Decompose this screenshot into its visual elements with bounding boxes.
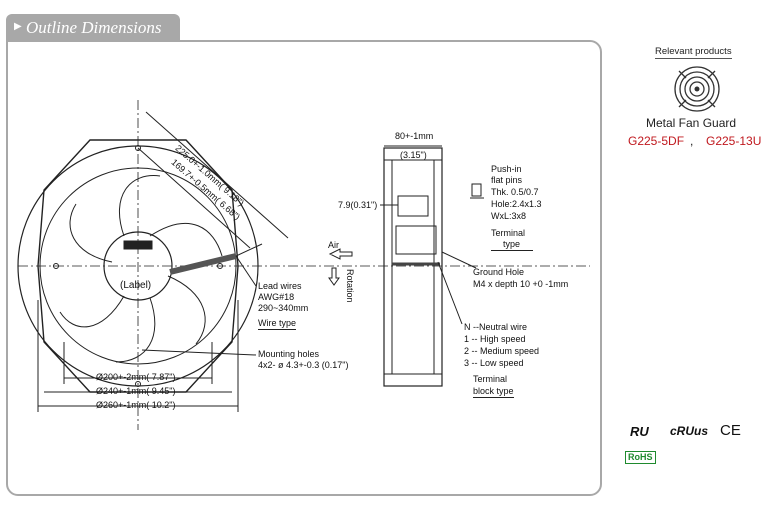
ground-hole-label: Ground Hole (473, 267, 525, 277)
rohs-badge: RoHS (625, 451, 656, 464)
thickness-label: Thk. 0.5/0.7 (491, 187, 539, 197)
fan-guard-title: Metal Fan Guard (646, 116, 737, 130)
cul-logo: cRUus (670, 424, 709, 438)
push-in-label: Push-in (491, 164, 522, 174)
link-separator: , (690, 134, 694, 148)
air-label: Air (328, 240, 339, 250)
flat-pins-label: flat pins (491, 175, 523, 185)
ce-logo: CE (720, 422, 741, 439)
triangle-right-icon: ▶ (14, 21, 22, 32)
dim-200: Ø200+-2mm( 7.87") (96, 372, 176, 382)
outline-panel (6, 40, 602, 496)
wire-length-label: 290~340mm (258, 303, 309, 313)
wxl-label: WxL:3x8 (491, 211, 527, 221)
ground-hole-spec: M4 x depth 10 +0 -1mm (473, 279, 569, 289)
rotation-label: Rotation (345, 269, 355, 303)
block-type-line1: Terminal (473, 374, 508, 384)
wiring-1: 1 -- High speed (464, 334, 526, 344)
terminal-type-line2: type (503, 239, 521, 249)
section-tab: ▶ Outline Dimensions (6, 14, 180, 41)
wire-type-label: Wire type (258, 318, 297, 330)
awg-label: AWG#18 (258, 292, 295, 302)
hole-label: Hole:2.4x1.3 (491, 199, 542, 209)
section-title: Outline Dimensions (26, 18, 162, 37)
wiring-2: 2 -- Medium speed (464, 346, 540, 356)
block-type-line2: block type (473, 386, 514, 398)
center-label: (Label) (120, 280, 152, 291)
mounting-holes-spec: 4x2- ø 4.3+-0.3 (0.17") (258, 360, 349, 370)
fan-guard-icon[interactable] (672, 64, 722, 114)
terminal-type-label: Terminal type (491, 228, 533, 251)
link-g225-5df[interactable]: G225-5DF (628, 134, 685, 148)
terminal-type-line1: Terminal (491, 228, 526, 238)
pin-offset: 7.9(0.31") (338, 200, 378, 210)
link-g225-13u[interactable]: G225-13U (706, 134, 762, 148)
depth-inch: (3.15") (400, 150, 427, 160)
ul-logo: RU (630, 424, 649, 439)
dim-240: Ø240+-1mm( 9.45") (96, 386, 176, 396)
wiring-n: N --Neutral wire (464, 322, 528, 332)
relevant-products-heading: Relevant products (655, 46, 732, 59)
mounting-holes-label: Mounting holes (258, 349, 320, 359)
dim-260: Ø260+-1mm( 10.2") (96, 400, 176, 410)
lead-wires-label: Lead wires (258, 281, 302, 291)
depth-dim: 80+-1mm (395, 131, 434, 141)
wiring-3: 3 -- Low speed (464, 358, 524, 368)
